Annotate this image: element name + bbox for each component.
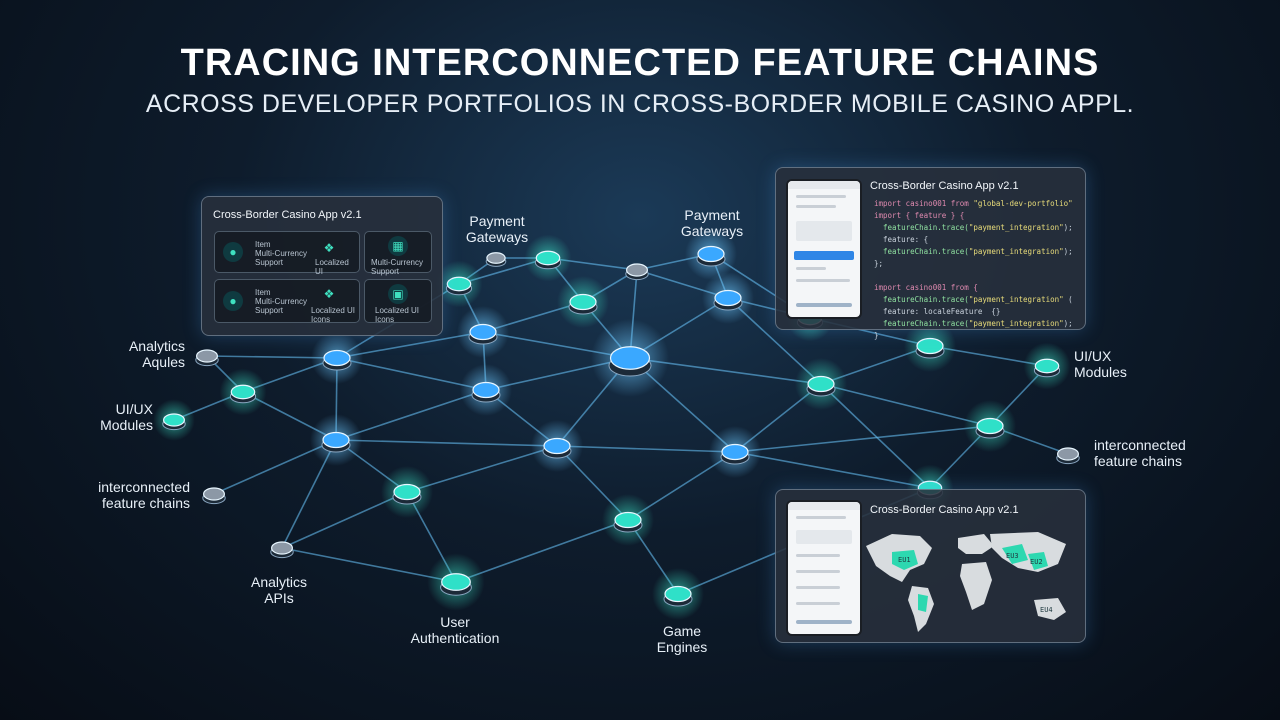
- code-line: };: [874, 259, 884, 268]
- network-node[interactable]: [1023, 342, 1071, 390]
- code-panel: Cross-Border Casino App v2.1 import casi…: [775, 167, 1086, 340]
- network-node[interactable]: [435, 260, 483, 308]
- map-region-label: EU2: [1030, 558, 1043, 566]
- network-edge: [820, 383, 991, 427]
- network-node[interactable]: [311, 332, 363, 384]
- code-line: featureChain.trace("payment_integration"…: [874, 223, 1073, 232]
- network-edge: [556, 445, 736, 453]
- code-line: feature: localeFeature {}: [874, 307, 1001, 316]
- code-line: [874, 270, 1073, 282]
- network-edge: [734, 451, 931, 489]
- network-node[interactable]: [460, 364, 512, 416]
- network-node[interactable]: [310, 414, 362, 466]
- network-node[interactable]: [457, 306, 509, 358]
- code-line: feature: {: [874, 235, 929, 244]
- phone-mockup: [786, 500, 862, 636]
- code-line: featureChain.trace("payment_integration"…: [874, 319, 1073, 328]
- network-node[interactable]: [1047, 433, 1089, 475]
- code-line: featureChain.trace("payment_integration"…: [874, 295, 1073, 304]
- puzzle-icon: ❖: [323, 287, 335, 301]
- network-node[interactable]: [478, 240, 514, 276]
- network-node[interactable]: [685, 228, 737, 280]
- panel-title: Cross-Border Casino App v2.1: [870, 504, 1019, 516]
- page-subtitle: ACROSS DEVELOPER PORTFOLIOS IN CROSS-BOR…: [145, 90, 1135, 118]
- phone-mockup: [786, 179, 862, 319]
- code-snippet: import casino001 from "global-dev-portfo…: [874, 198, 1073, 342]
- users-icon: ●: [223, 291, 243, 311]
- network-node[interactable]: [795, 358, 847, 410]
- network-node[interactable]: [531, 420, 583, 472]
- map-panel: Cross-Border Casino App v2.1 EU1 EU3 EU2…: [775, 489, 1086, 643]
- network-node[interactable]: [557, 276, 609, 328]
- network-node[interactable]: [427, 553, 485, 611]
- network-node[interactable]: [261, 527, 303, 569]
- network-edge: [406, 445, 558, 493]
- map-region-label: EU4: [1040, 606, 1053, 614]
- network-node[interactable]: [602, 494, 654, 546]
- code-line: featureChain.trace("payment_integration"…: [874, 247, 1073, 256]
- network-node[interactable]: [219, 368, 267, 416]
- panel-title: Cross-Border Casino App v2.1: [870, 180, 1019, 192]
- network-edge: [734, 425, 991, 453]
- map-region-label: EU3: [1006, 552, 1019, 560]
- map-region-label: EU1: [898, 556, 911, 564]
- code-line: import casino001 from "global-dev-portfo…: [874, 199, 1073, 208]
- network-node[interactable]: [964, 400, 1016, 452]
- network-node[interactable]: [524, 234, 572, 282]
- page-title: TRACING INTERCONNECTED FEATURE CHAINS: [180, 42, 1100, 84]
- network-edge: [281, 547, 457, 583]
- users-icon: ●: [223, 242, 243, 262]
- network-node[interactable]: [193, 473, 235, 515]
- network-edge: [335, 439, 558, 447]
- network-node[interactable]: [709, 426, 761, 478]
- network-node[interactable]: [904, 320, 956, 372]
- image-icon: ▣: [388, 284, 408, 304]
- world-map: EU1 EU3 EU2 EU4: [866, 532, 1066, 632]
- puzzle-icon: ❖: [323, 241, 335, 255]
- network-edge: [455, 519, 629, 583]
- code-line: }: [874, 331, 879, 340]
- network-edge: [335, 389, 487, 441]
- network-node[interactable]: [381, 466, 433, 518]
- code-line: import { feature } {: [874, 211, 965, 220]
- translate-icon: ▦: [388, 236, 408, 256]
- network-node[interactable]: [652, 568, 704, 620]
- network-node[interactable]: [616, 249, 658, 291]
- network-node[interactable]: [702, 272, 754, 324]
- code-line: import casino001 from {: [874, 283, 978, 292]
- network-node[interactable]: [186, 335, 228, 377]
- network-node[interactable]: [153, 399, 195, 441]
- panel-title: Cross-Border Casino App v2.1: [213, 209, 362, 221]
- network-node[interactable]: [591, 319, 669, 397]
